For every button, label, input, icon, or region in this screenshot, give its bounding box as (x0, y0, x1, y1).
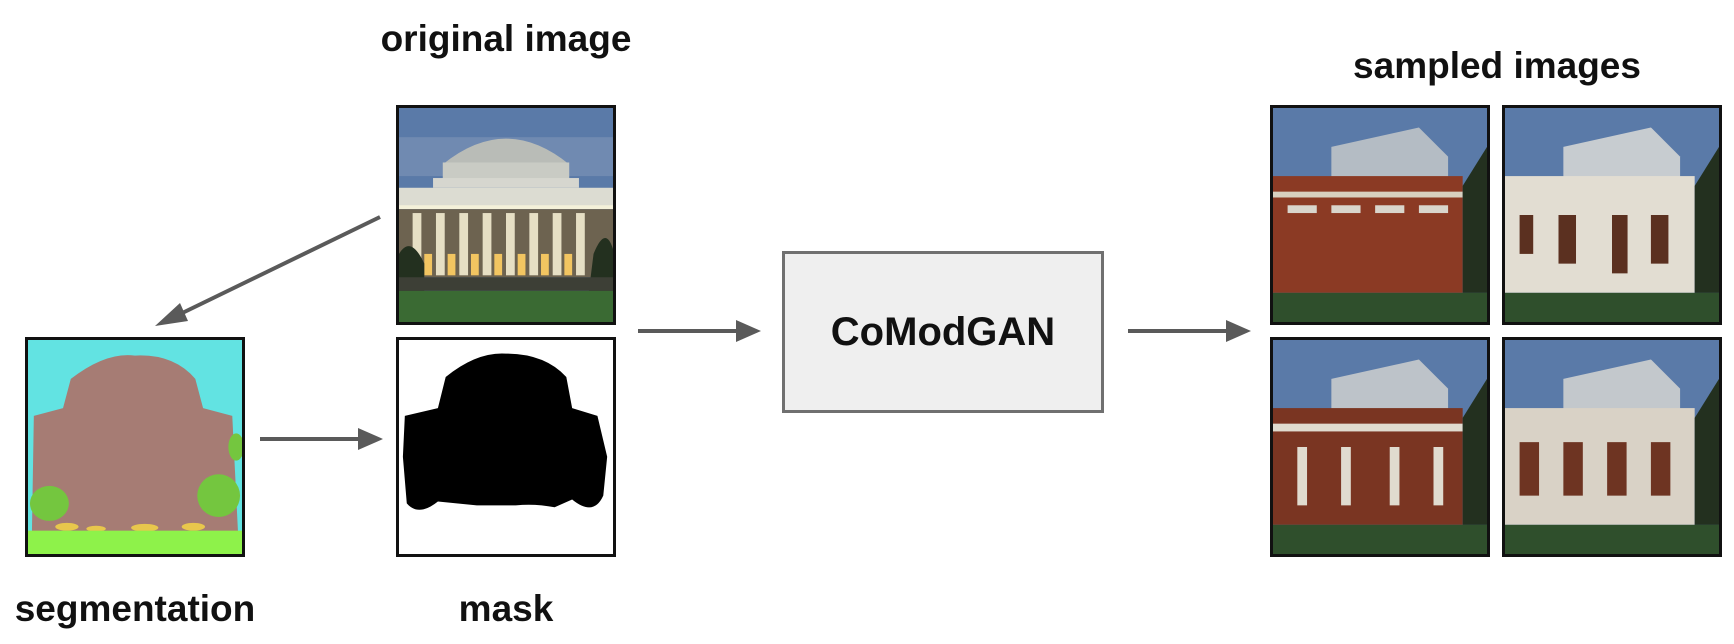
comodgan-box: CoModGAN (782, 251, 1104, 413)
arrow-inputs-to-model (638, 320, 761, 342)
original-image-label: original image (380, 18, 632, 59)
arrow-original-to-segmentation (155, 215, 381, 326)
segmentation-image (25, 337, 245, 557)
original-image (396, 105, 616, 325)
arrow-segmentation-to-mask (260, 428, 383, 450)
arrow-model-to-samples (1128, 320, 1251, 342)
segmentation-label: segmentation (14, 588, 256, 629)
sampled-image-1 (1270, 105, 1490, 325)
comodgan-label: CoModGAN (830, 309, 1056, 354)
sampled-images-label: sampled images (1353, 45, 1641, 86)
mask-image (396, 337, 616, 557)
sampled-image-3 (1270, 337, 1490, 557)
mask-label: mask (458, 588, 554, 629)
sampled-image-2 (1502, 105, 1722, 325)
sampled-image-4 (1502, 337, 1722, 557)
